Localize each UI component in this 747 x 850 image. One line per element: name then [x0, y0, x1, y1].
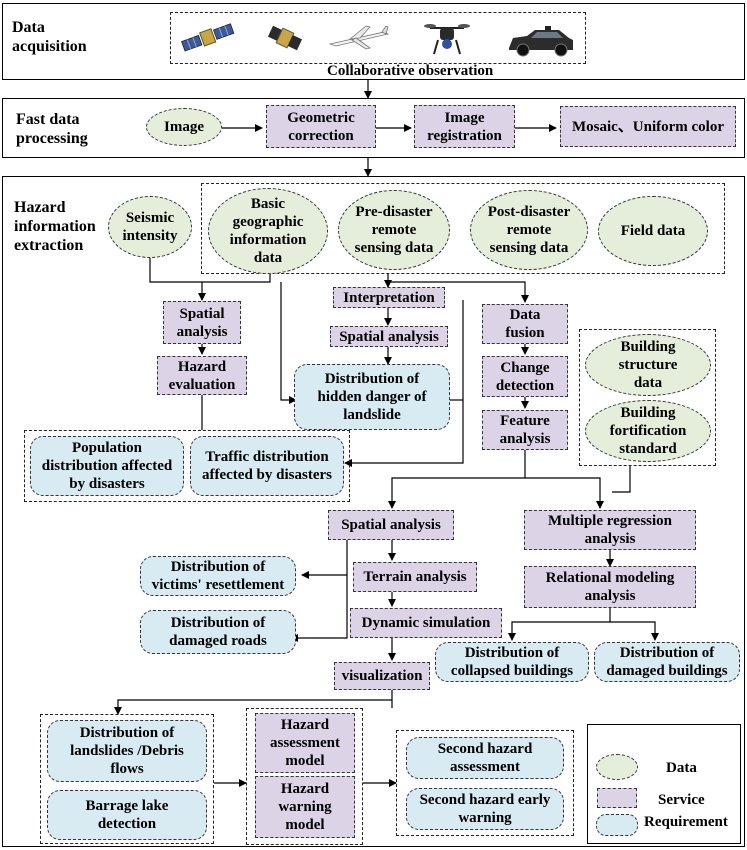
data-acquisition-panel — [2, 3, 745, 80]
observation-platforms-group — [170, 12, 586, 64]
geometric-correction-node: Geometric correction — [266, 105, 376, 148]
terrain-analysis-node: Terrain analysis — [353, 562, 477, 592]
dynamic-simulation-node: Dynamic simulation — [350, 608, 502, 638]
legend-requirement-swatch — [596, 814, 638, 836]
small-satellite-icon — [267, 25, 303, 51]
barrage-lake-node: Barrage lake detection — [47, 790, 207, 840]
hazard-extraction-panel — [2, 176, 745, 847]
data-fusion-node: Data fusion — [482, 304, 568, 344]
collapsed-buildings-node: Distribution of collapsed buildings — [435, 642, 589, 682]
legend-service-label: Service — [658, 792, 705, 808]
victims-resettlement-node: Distribution of victims' resettlement — [140, 556, 296, 596]
satellite-icon — [181, 23, 235, 52]
drone-icon — [424, 24, 470, 55]
hazard-assessment-model-node: Hazard assessment model — [255, 713, 355, 773]
change-detection-node: Change detection — [482, 356, 568, 397]
second-hazard-warning-node: Second hazard early warning — [406, 788, 564, 830]
legend-data-label: Data — [666, 760, 697, 776]
spatial-analysis-node-1: Spatial analysis — [163, 301, 241, 344]
hidden-danger-landslide-node: Distribution of hidden danger of landsli… — [294, 364, 450, 430]
spatial-analysis-node-2: Spatial analysis — [330, 326, 448, 347]
basic-geographic-data-node: Basic geographic information data — [208, 188, 328, 274]
post-disaster-rs-node: Post-disaster remote sensing data — [470, 190, 588, 270]
fast-data-processing-label: Fast data processing — [16, 111, 88, 147]
uav-plane-icon — [328, 25, 390, 50]
legend-service-swatch — [597, 788, 637, 808]
hazard-evaluation-node: Hazard evaluation — [157, 356, 247, 395]
spatial-analysis-node-3: Spatial analysis — [328, 510, 454, 540]
legend-requirement-label: Requirement — [644, 814, 728, 830]
input-data-group — [201, 183, 725, 274]
damaged-roads-node: Distribution of damaged roads — [140, 610, 296, 654]
building-data-group — [579, 329, 716, 466]
pre-disaster-rs-node: Pre-disaster remote sensing data — [338, 190, 450, 270]
data-acquisition-label: Data acquisition — [12, 19, 87, 55]
hazard-warning-model-node: Hazard warning model — [255, 776, 355, 838]
landslide-output-group — [40, 714, 214, 844]
feature-analysis-node: Feature analysis — [482, 410, 568, 450]
mosaic-uniform-color-node: Mosaic、Uniform color — [560, 106, 736, 147]
population-distribution-node: Population distribution affected by disa… — [30, 436, 184, 496]
building-fortification-node: Building fortification standard — [585, 400, 711, 462]
multiple-regression-node: Multiple regression analysis — [524, 510, 696, 550]
legend — [587, 724, 741, 844]
traffic-distribution-node: Traffic distribution affected by disaste… — [190, 436, 344, 496]
second-hazard-assessment-node: Second hazard assessment — [406, 737, 564, 779]
seismic-intensity-node: Seismic intensity — [108, 196, 192, 258]
collaborative-observation-caption: Collaborative observation — [327, 63, 494, 79]
hazard-extraction-label: Hazard information extraction — [14, 199, 96, 254]
survey-car-icon — [509, 26, 573, 57]
damaged-buildings-node: Distribution of damaged buildings — [594, 642, 740, 682]
interpretation-node: Interpretation — [333, 287, 445, 308]
landslides-debris-node: Distribution of landslides /Debris flows — [47, 720, 207, 782]
legend-data-swatch — [596, 754, 638, 780]
hazard-requirements-group — [24, 430, 350, 502]
fast-data-processing-panel — [2, 98, 745, 158]
visualization-node: visualization — [334, 662, 430, 690]
field-data-node: Field data — [598, 196, 708, 266]
hazard-model-group — [246, 708, 363, 845]
second-hazard-group — [396, 730, 574, 836]
image-registration-node: Image registration — [414, 105, 515, 148]
relational-modeling-node: Relational modeling analysis — [524, 566, 696, 608]
image-node: Image — [146, 108, 222, 146]
building-structure-node: Building structure data — [585, 334, 711, 396]
